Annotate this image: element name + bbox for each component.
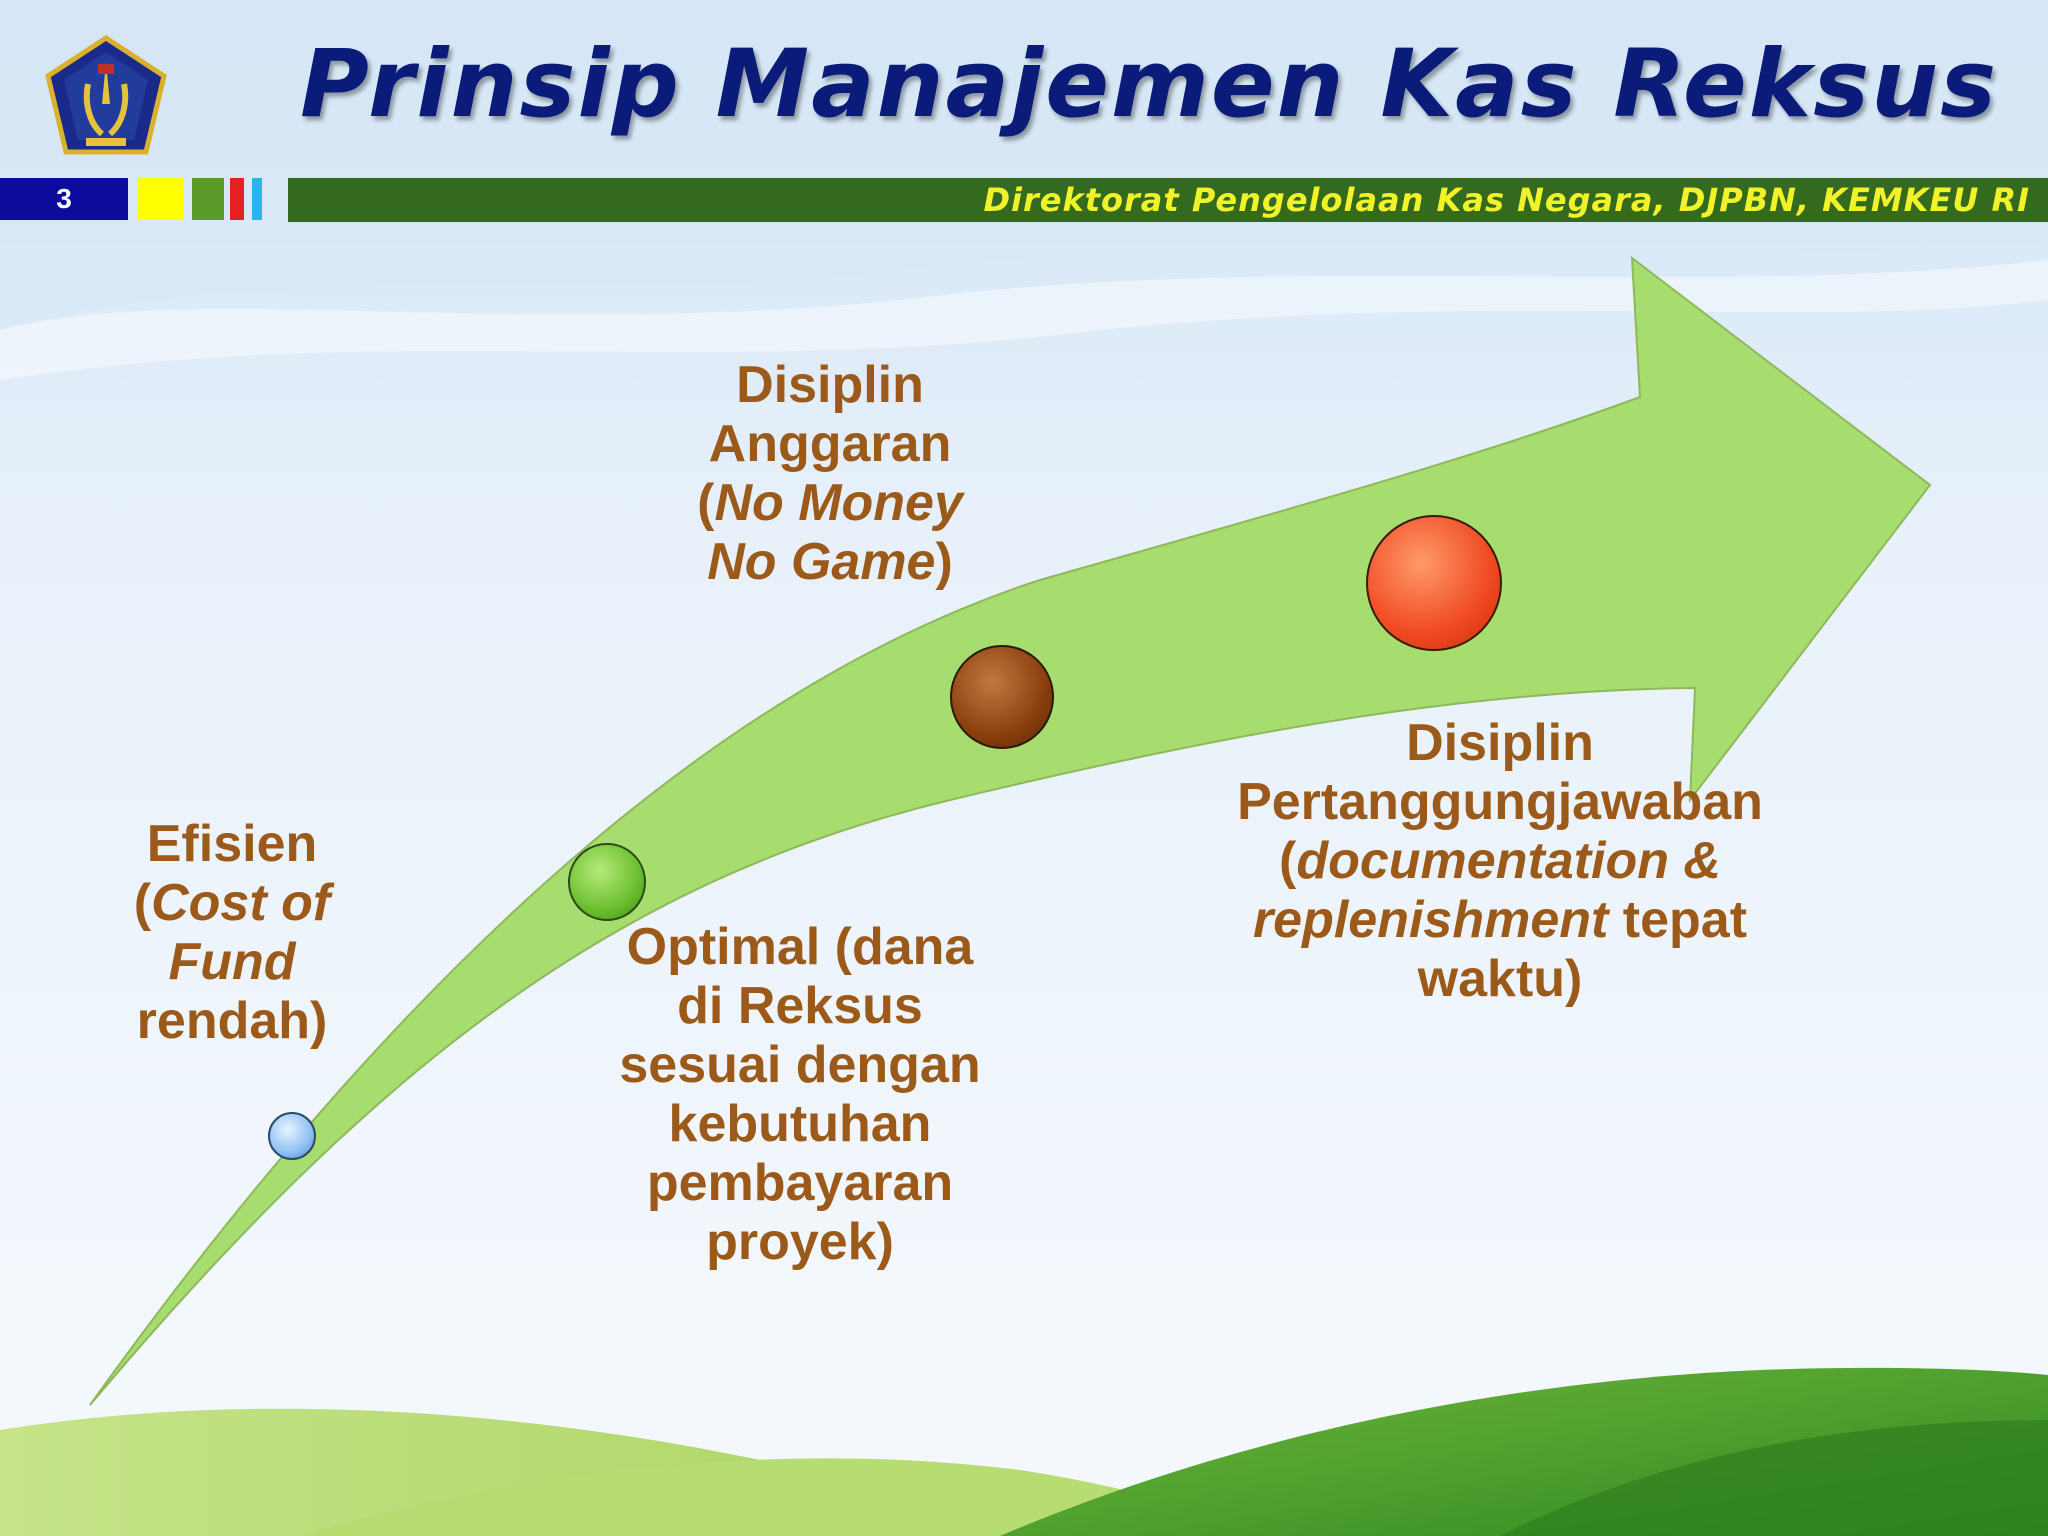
footer-text: Direktorat Pengelolaan Kas Negara, DJPBN… [983,181,2030,219]
label-text: Disiplin [736,356,924,414]
label-text: Efisien [146,815,318,873]
label-text: rendah) [136,992,328,1050]
step-dot-blue [268,1112,316,1160]
label-line: waktu) [1170,950,1830,1009]
page-title: Prinsip Manajemen Kas Reksus [300,30,1999,139]
label-italic-text: replenishment [1252,891,1609,949]
label-line: Pertanggungjawaban [1170,773,1830,832]
label-text: Optimal (dana [626,918,974,976]
label-line: Disiplin [1170,714,1830,773]
color-square-cyan [252,178,262,220]
label-line: No Game) [610,533,1050,592]
label-text: proyek) [706,1213,894,1271]
kemenkeu-logo [45,35,167,155]
label-line: sesuai dengan [560,1036,1040,1095]
color-square-red [230,178,244,220]
step-dot-green [568,843,646,921]
label-text: Disiplin [1406,714,1594,772]
color-square-yellow [138,178,184,220]
label-line: rendah) [82,992,382,1051]
label-text: kebutuhan [668,1095,932,1153]
label-line: Efisien [82,815,382,874]
label-text: ) [935,533,953,591]
label-text: ( [697,474,715,532]
label-line: (No Money [610,474,1050,533]
label-italic-text: Fund [168,933,296,991]
label-text: pembayaran [646,1154,954,1212]
label-line: replenishment tepat [1170,891,1830,950]
step-dot-red [1366,515,1502,651]
slide-number: 3 [0,178,128,220]
step-dot-brown [950,645,1054,749]
label-line: proyek) [560,1213,1040,1272]
footer-bar [288,178,2048,222]
label-line: di Reksus [560,977,1040,1036]
label-text: di Reksus [677,977,923,1035]
label-line: Optimal (dana [560,918,1040,977]
label-italic-text: No Money [714,474,963,532]
label-line: kebutuhan [560,1095,1040,1154]
label-text: tepat [1608,891,1748,949]
label-line: Anggaran [610,415,1050,474]
label-line: Fund [82,933,382,992]
label-italic-text: documentation & [1296,832,1721,890]
label-text: sesuai dengan [619,1036,981,1094]
label-line: pembayaran [560,1154,1040,1213]
label-text: Anggaran [708,415,952,473]
label-line: (Cost of [82,874,382,933]
label-text: ( [133,874,152,932]
label-italic-text: Cost of [151,874,331,932]
label-text: ( [1279,832,1297,890]
label-line: Disiplin [610,356,1050,415]
label-text: Pertanggungjawaban [1237,773,1763,831]
label-text: waktu) [1417,950,1583,1008]
label-line: (documentation & [1170,832,1830,891]
color-square-green [192,178,224,220]
label-italic-text: No Game [707,533,936,591]
